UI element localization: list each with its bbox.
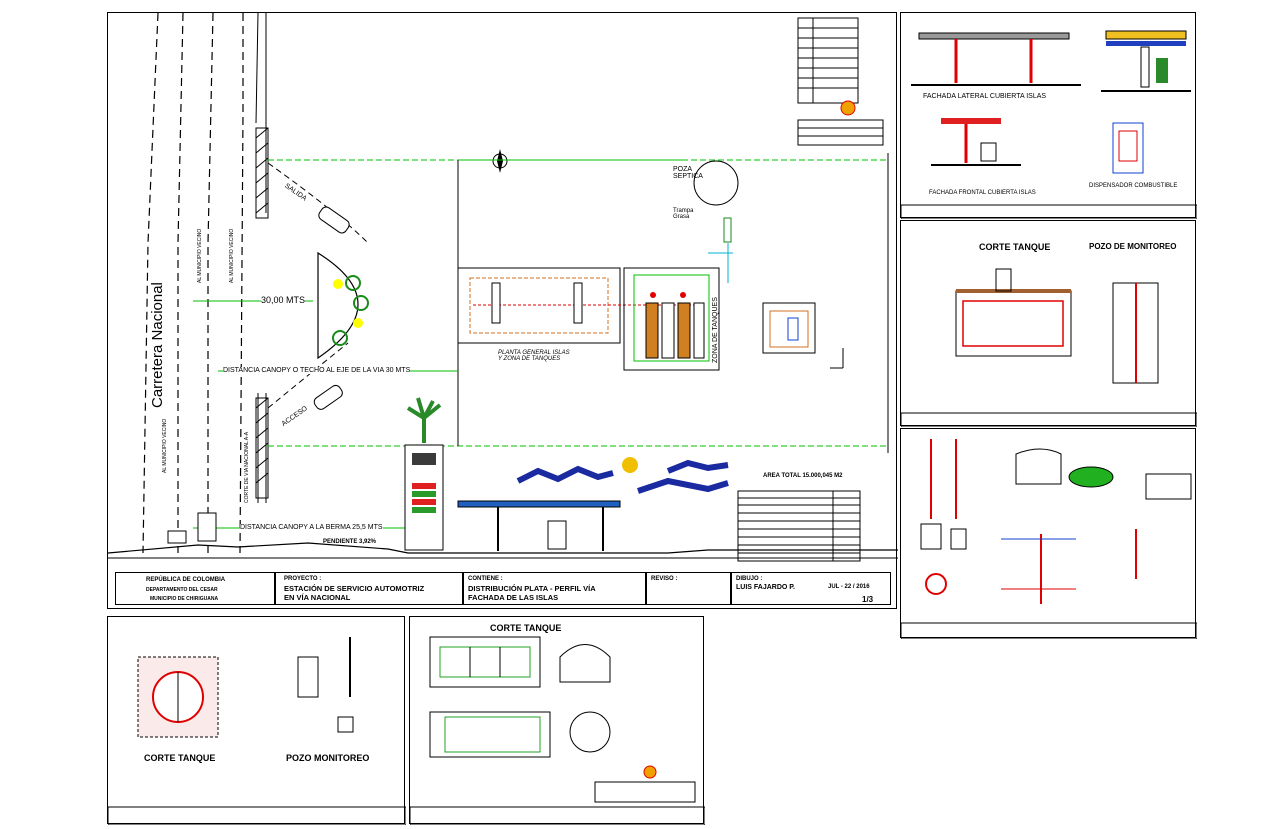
main-sheet: Carretera Nacional AL MUNICIPIO VECINO A… [107,12,898,609]
site-plan-drawing [108,13,898,562]
tank-section-title: CORTE TANQUE [979,242,1051,252]
slope-label: PENDIENTE 3,92% [323,539,377,545]
tb-contents-value: DISTRIBUCIÓN PLATA - PERFIL VÍA FACHADA … [468,584,596,602]
distance-30-label: 30,00 MTS [261,295,306,305]
septic-label: POZA SEPTICA [673,166,703,180]
tb-sheet: 1/3 [862,595,874,604]
tb-municipality: MUNICIPIO DE CHIRIGUANA [150,596,219,602]
tb-country: REPÚBLICA DE COLOMBIA [146,577,226,583]
monitoring-well-title: POZO DE MONITOREO [1089,242,1177,251]
tb-contents: CONTIENE : DISTRIBUCIÓN PLATA - PERFIL V… [463,572,646,605]
tank-section-drawing [901,268,1197,427]
dispenser-label: DISPENSADOR COMBUSTIBLE [1089,183,1178,189]
road-side-label-2: AL MUNICIPIO VECINO [197,228,203,283]
sheet-details [900,428,1197,639]
tb-drawn-label: DIBUJO : [736,576,763,582]
tb-institution: REPÚBLICA DE COLOMBIA DEPARTAMENTO DEL C… [115,572,275,605]
facades-drawing [901,30,1197,219]
area-total-label: AREA TOTAL 15.000,045 M2 [763,473,843,479]
tb-reviewed-label: REVISO : [651,576,678,582]
tb-contents-label: CONTIENE : [468,576,503,582]
tb-project-value: ESTACIÓN DE SERVICIO AUTOMOTRIZ EN VÍA N… [284,584,425,602]
distance-canopy-axis-label: DISTANCIA CANOPY O TECHO AL EJE DE LA VI… [223,367,411,374]
bm-tank-section-title: CORTE TANQUE [490,623,562,633]
road-name-label: Carretera Nacional [149,282,166,408]
facade-side-label: FACHADA LATERAL CUBIERTA ISLAS [923,93,1047,100]
tb-project-label: PROYECTO : [284,576,322,582]
tb-date: JUL - 22 / 2016 [828,584,870,590]
sheet-tank-section: CORTE TANQUE POZO DE MONITOREO [900,220,1197,427]
bl-monitoring-well-title: POZO MONITOREO [286,753,370,763]
main-title-block: REPÚBLICA DE COLOMBIA DEPARTAMENTO DEL C… [115,572,891,605]
tb-reviewed: REVISO : [646,572,731,605]
road-section-label: CORTE DE VIA NACIONAL A-A [244,431,250,503]
road-side-label-3: AL MUNICIPIO VECINO [229,228,235,283]
sheet-facades: FACHADA LATERAL CUBIERTA ISLAS FACHADA F… [900,12,1197,219]
bl-tank-section-title: CORTE TANQUE [144,753,216,763]
plant-islands-label: PLANTA GENERAL ISLAS Y ZONA DE TANQUES [498,350,570,362]
grease-trap-label: Trampa Grasa [673,208,694,220]
tb-project: PROYECTO : ESTACIÓN DE SERVICIO AUTOMOTR… [275,572,463,605]
bottom-left-drawing [108,637,406,825]
tb-drawn: DIBUJO : LUIS FAJARDO P. JUL - 22 / 2016… [731,572,891,605]
tb-department: DEPARTAMENTO DEL CESAR [146,587,218,593]
bottom-mid-drawing [410,636,705,825]
sheet-bottom-mid: CORTE TANQUE [409,616,705,825]
details-drawing [901,439,1197,639]
tb-drawn-value: LUIS FAJARDO P. [736,584,795,591]
distance-berma-label: DISTANCIA CANOPY A LA BERMA 25,5 MTS [240,524,383,531]
road-side-label-1: AL MUNICIPIO VECINO [162,418,168,473]
tank-zone-label: ZONA DE TANQUES [712,297,719,363]
sheet-bottom-left: CORTE TANQUE POZO MONITOREO [107,616,406,825]
facade-front-label: FACHADA FRONTAL CUBIERTA ISLAS [929,190,1036,196]
